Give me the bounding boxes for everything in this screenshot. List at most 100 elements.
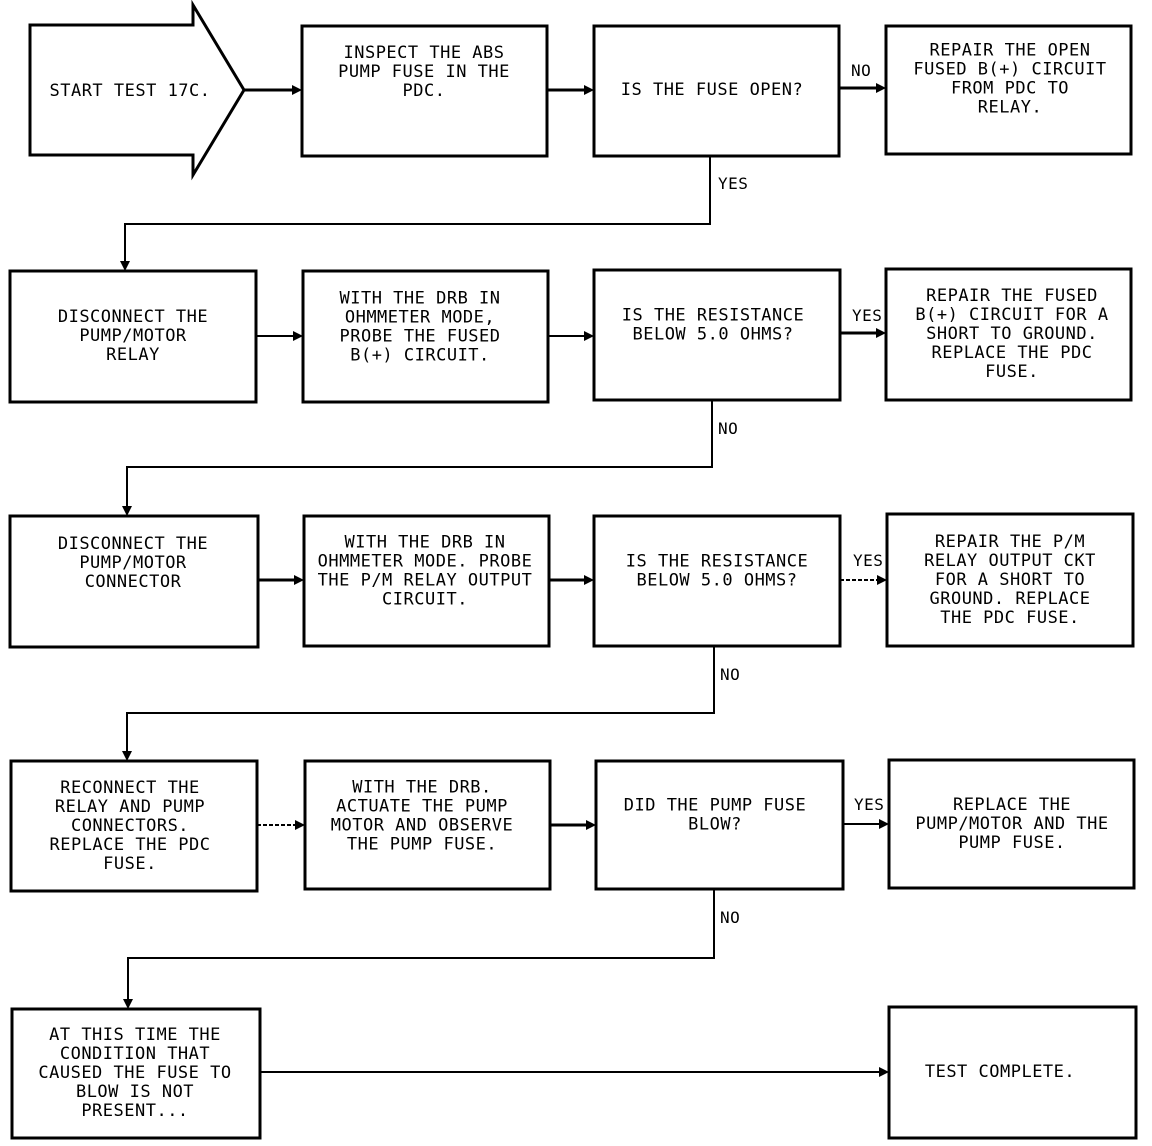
box-text-line: TEST COMPLETE. [925, 1062, 1075, 1082]
node-test-complete-text: TEST COMPLETE. [925, 1062, 1075, 1082]
box-text-line: PUMP FUSE. [958, 833, 1065, 853]
box-text-line: REPLACE THE PDC [931, 343, 1092, 363]
label-resistance-1-yes: YES [852, 306, 882, 325]
box-text-line: RELAY. [978, 98, 1042, 118]
connector-inspect-to-question [547, 85, 594, 95]
box-text-line: CONDITION THAT [60, 1044, 210, 1064]
node-fuse-open-question: IS THE FUSE OPEN? [592, 24, 841, 158]
connector-fuse-blow-no [123, 889, 715, 1009]
box-text-line: SHORT TO GROUND. [926, 324, 1098, 344]
box-text-line: THE P/M RELAY OUTPUT [318, 571, 533, 591]
box-text-line: FUSE. [103, 854, 157, 874]
connector-probe-to-question-2 [549, 575, 594, 585]
box-text-line: CIRCUIT. [382, 590, 468, 610]
connector-fuse-blow-yes [843, 819, 889, 829]
box-text-line: DISCONNECT THE [58, 307, 208, 327]
box-text-line: INSPECT THE ABS [343, 43, 504, 63]
box-text-line: WITH THE DRB. [352, 778, 492, 798]
box-text-line: BLOW? [688, 815, 742, 835]
connector-fuse-open-yes [120, 156, 711, 271]
connector-start-to-inspect [244, 85, 302, 95]
node-test-complete: TEST COMPLETE. [887, 1005, 1138, 1140]
box-text-line: REPAIR THE OPEN [929, 41, 1090, 61]
label-resistance-2-yes: YES [853, 551, 883, 570]
box-text-line: RELAY AND PUMP [55, 797, 205, 817]
box-text-line: B(+) CIRCUIT FOR A [915, 305, 1108, 325]
box-text-line: FROM PDC TO [951, 79, 1069, 99]
box-text-line: RECONNECT THE [60, 778, 200, 798]
box-text-line: IS THE FUSE OPEN? [621, 80, 804, 100]
connector-question-2-yes [840, 575, 887, 585]
box-text-line: RELAY [106, 345, 160, 365]
box-text-line: BELOW 5.0 OHMS? [632, 325, 793, 345]
box-text-line: REPAIR THE FUSED [926, 286, 1098, 306]
box-text-line: FUSED B(+) CIRCUIT [913, 60, 1106, 80]
box-text-line: REPLACE THE PDC [49, 835, 210, 855]
box-text-line: BELOW 5.0 OHMS? [636, 571, 797, 591]
connector-question-no-to-repair [839, 83, 886, 93]
box-text-line: PDC. [403, 81, 446, 101]
connector-actuate-to-question [550, 820, 596, 830]
connector-question-1-no [122, 400, 713, 516]
box-text-line: OHMMETER MODE. PROBE [318, 552, 533, 572]
box-text-line: CAUSED THE FUSE TO [38, 1063, 231, 1083]
box-text-line: FUSE. [985, 362, 1039, 382]
label-fuse-blow-yes: YES [854, 795, 884, 814]
connector-probe-to-question-1 [548, 331, 594, 341]
box-text-line: BLOW IS NOT [76, 1082, 194, 1102]
box-text-line: PUMP/MOTOR [79, 553, 187, 573]
box-text-line: THE PUMP FUSE. [347, 835, 497, 855]
connector-reconnect-to-actuate [257, 820, 305, 830]
box-text-line: CONNECTOR [85, 572, 182, 592]
box-text-line: WITH THE DRB IN [344, 533, 505, 553]
box-text-line: GROUND. REPLACE [929, 589, 1090, 609]
box-text-line: WITH THE DRB IN [339, 289, 500, 309]
label-fuse-blow-no: NO [720, 908, 740, 927]
node-start: START TEST 17C. [28, 0, 246, 181]
box-text-line: B(+) CIRCUIT. [350, 346, 490, 366]
box-text-line: RELAY OUTPUT CKT [924, 551, 1096, 571]
box-text-line: PUMP FUSE IN THE [338, 62, 510, 82]
box-text-line: START TEST 17C. [49, 81, 210, 101]
label-fuse-open-no: NO [851, 61, 871, 80]
box-text-line: REPLACE THE [953, 795, 1071, 815]
box-text-line: ACTUATE THE PUMP [336, 797, 508, 817]
box-text-line: DID THE PUMP FUSE [624, 796, 807, 816]
label-resistance-2-no: NO [720, 665, 740, 684]
label-resistance-1-no: NO [718, 419, 738, 438]
box-text-line: AT THIS TIME THE [49, 1025, 221, 1045]
box-text-line: DISCONNECT THE [58, 534, 208, 554]
box-text-line: CONNECTORS. [71, 816, 189, 836]
box-text-line: PUMP/MOTOR [79, 326, 187, 346]
box-text-line: PUMP/MOTOR AND THE [915, 814, 1108, 834]
